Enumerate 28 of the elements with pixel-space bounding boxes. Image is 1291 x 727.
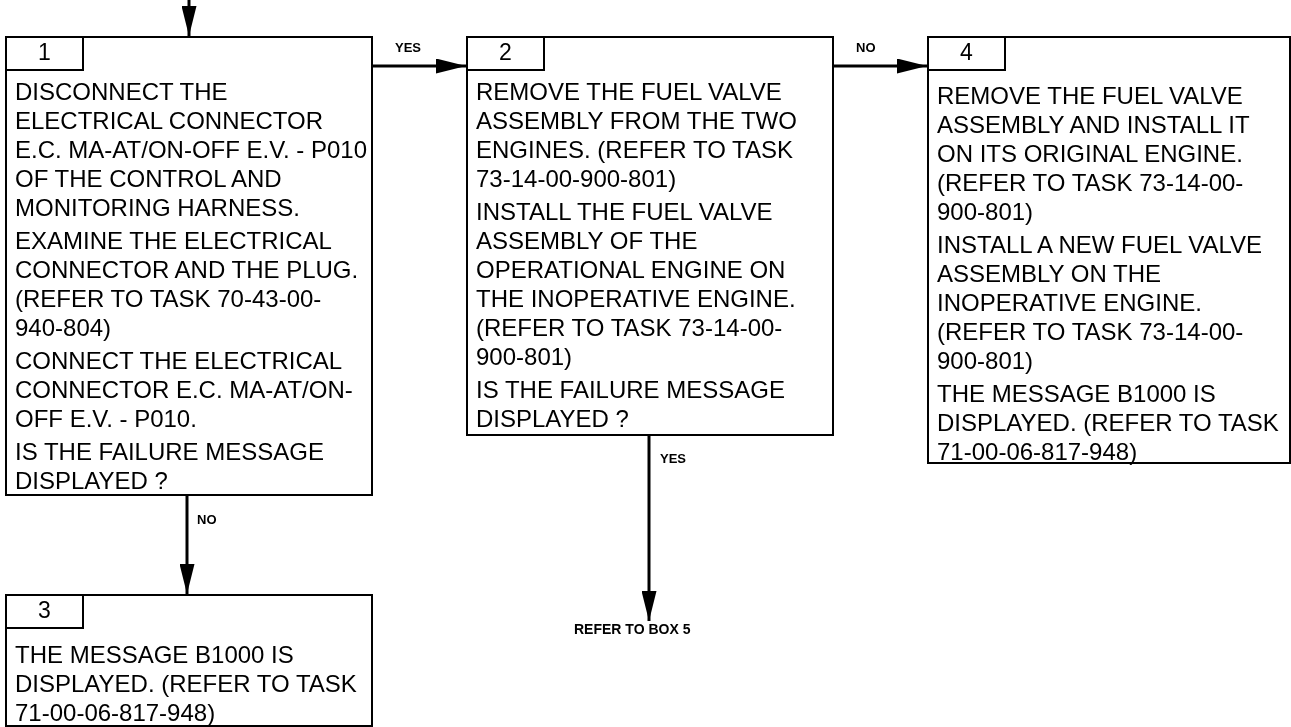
instruction-text: REMOVE THE FUEL VALVE ASSEMBLY FROM THE TWO ENGINES. (REFER TO TASK 73-14-00-900-801) <box>476 77 798 193</box>
arrow <box>641 436 657 621</box>
process-box <box>5 36 373 496</box>
instruction-text: INSTALL A NEW FUEL VALVE ASSEMBLY ON THE INOPERATIVE ENGINE. (REFER TO TASK 73-14-00-900-801) <box>937 230 1263 375</box>
instruction-text: REMOVE THE FUEL VALVE ASSEMBLY AND INSTALL IT ON ITS ORIGINAL ENGINE. (REFER TO TASK 73-14-00-900-801) <box>937 81 1251 226</box>
instruction-text: THE MESSAGE B1000 IS DISPLAYED. (REFER TO TASK 71-00-06-817-948) <box>937 379 1280 466</box>
step-number-tab: 1 <box>7 38 84 71</box>
step-number-tab: 4 <box>929 38 1006 71</box>
step-number-tab: 3 <box>7 596 84 629</box>
process-box <box>466 36 834 436</box>
instruction-text: DISCONNECT THE ELECTRICAL CONNECTOR E.C. MA-AT/ON-OFF E.V. - P010 OF THE CONTROL AND MONITORING HARNESS. <box>15 77 369 222</box>
edge-label: YES <box>394 40 422 55</box>
arrow <box>373 58 466 74</box>
instruction-text: CONNECT THE ELECTRICAL CONNECTOR E.C. MA-AT/ON-OFF E.V. - P010. <box>15 346 354 433</box>
instruction-text: IS THE FAILURE MESSAGE DISPLAYED ? <box>476 375 786 433</box>
edge-label: NO <box>855 40 877 55</box>
step-number-tab: 2 <box>468 38 545 71</box>
arrow <box>834 58 927 74</box>
instruction-text: INSTALL THE FUEL VALVE ASSEMBLY OF THE OPERATIONAL ENGINE ON THE INOPERATIVE ENGINE. (REFER TO TASK 73-14-00-900-801) <box>476 197 797 371</box>
process-box <box>5 594 373 727</box>
instruction-text: IS THE FAILURE MESSAGE DISPLAYED ? <box>15 437 325 495</box>
process-box <box>927 36 1291 464</box>
arrow <box>179 496 195 594</box>
instruction-text: THE MESSAGE B1000 IS DISPLAYED. (REFER TO TASK 71-00-06-817-948) <box>15 640 358 727</box>
edge-label: NO <box>196 512 218 527</box>
instruction-text: EXAMINE THE ELECTRICAL CONNECTOR AND THE PLUG. (REFER TO TASK 70-43-00-940-804) <box>15 226 360 342</box>
arrow <box>181 0 197 36</box>
edge-label: YES <box>659 451 687 466</box>
